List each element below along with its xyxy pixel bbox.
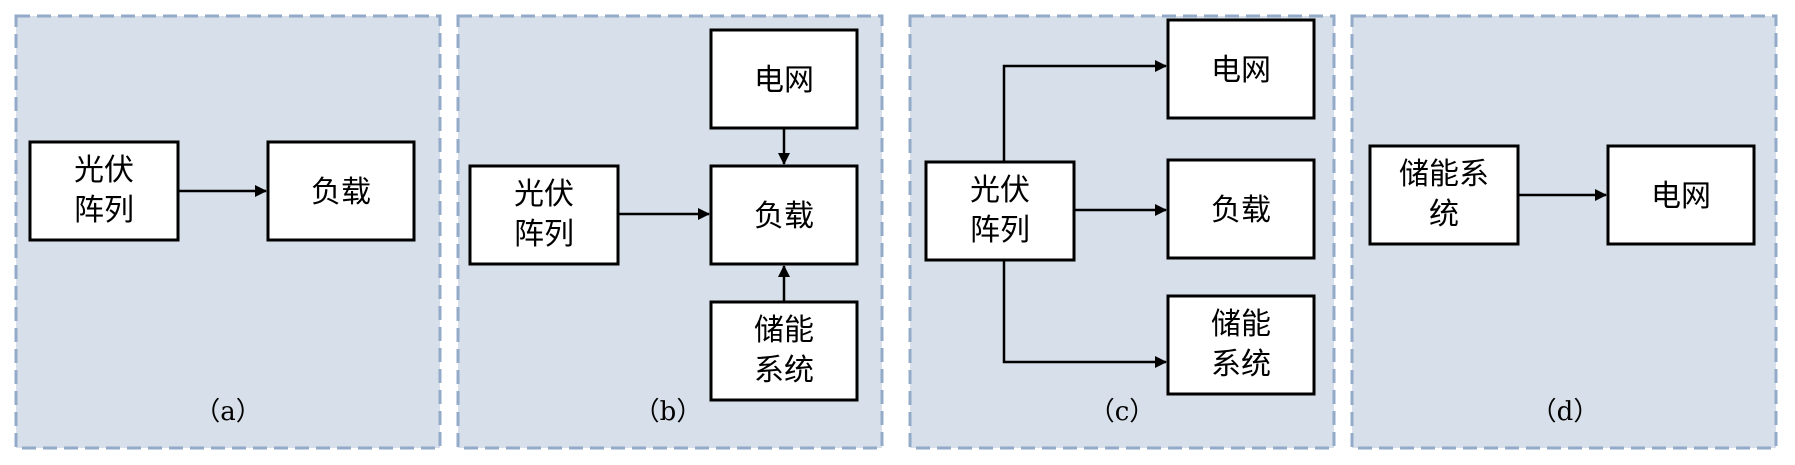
node-load-c-label: 负载 (1211, 193, 1271, 228)
node-pv-c-line1: 光伏 (970, 173, 1030, 208)
node-pv-a-line1: 光伏 (74, 153, 134, 188)
node-storage-d-line2: 统 (1429, 197, 1459, 232)
node-grid-c: 电网 (1166, 18, 1316, 120)
arrow-pv-to-grid-c (1002, 60, 1167, 162)
node-pv-a: 光伏 阵列 (28, 140, 180, 242)
node-grid-d: 电网 (1606, 144, 1756, 246)
panel-a: 光伏 阵列 负载 （a） (14, 14, 442, 450)
node-load-a-label: 负载 (311, 175, 371, 210)
node-load-b: 负载 (709, 164, 859, 266)
node-grid-b: 电网 (709, 28, 859, 130)
caption-b: （b） (634, 397, 703, 427)
caption-c: （c） (1089, 397, 1156, 427)
arrow-pv-to-storage-c (1002, 260, 1167, 368)
node-pv-c: 光伏 阵列 (924, 160, 1076, 262)
panel-b: 电网 光伏 阵列 负载 储能 系统 （b） (456, 14, 884, 450)
caption-d: （d） (1531, 397, 1600, 427)
node-storage-c-line2: 系统 (1211, 347, 1271, 382)
node-pv-b-line2: 阵列 (514, 217, 574, 252)
panel-c: 光伏 阵列 电网 负载 储能 系统 （c） (908, 14, 1336, 450)
node-grid-d-label: 电网 (1651, 179, 1711, 214)
node-load-a: 负载 (266, 140, 416, 242)
node-storage-d-line1: 储能系 (1399, 157, 1489, 192)
node-grid-b-label: 电网 (754, 63, 814, 98)
node-storage-d: 储能系 统 (1368, 144, 1520, 246)
node-load-b-label: 负载 (754, 199, 814, 234)
node-storage-b-line1: 储能 (754, 313, 814, 348)
node-storage-b: 储能 系统 (709, 300, 859, 402)
node-pv-a-line2: 阵列 (74, 193, 134, 228)
node-load-c: 负载 (1166, 158, 1316, 260)
node-storage-c: 储能 系统 (1166, 294, 1316, 396)
caption-a: （a） (194, 397, 262, 427)
node-pv-c-line2: 阵列 (970, 213, 1030, 248)
node-storage-b-line2: 系统 (754, 353, 814, 388)
node-pv-b-line1: 光伏 (514, 177, 574, 212)
node-storage-c-line1: 储能 (1211, 307, 1271, 342)
panel-d: 储能系 统 电网 （d） (1350, 14, 1778, 450)
node-grid-c-label: 电网 (1211, 53, 1271, 88)
node-pv-b: 光伏 阵列 (468, 164, 620, 266)
